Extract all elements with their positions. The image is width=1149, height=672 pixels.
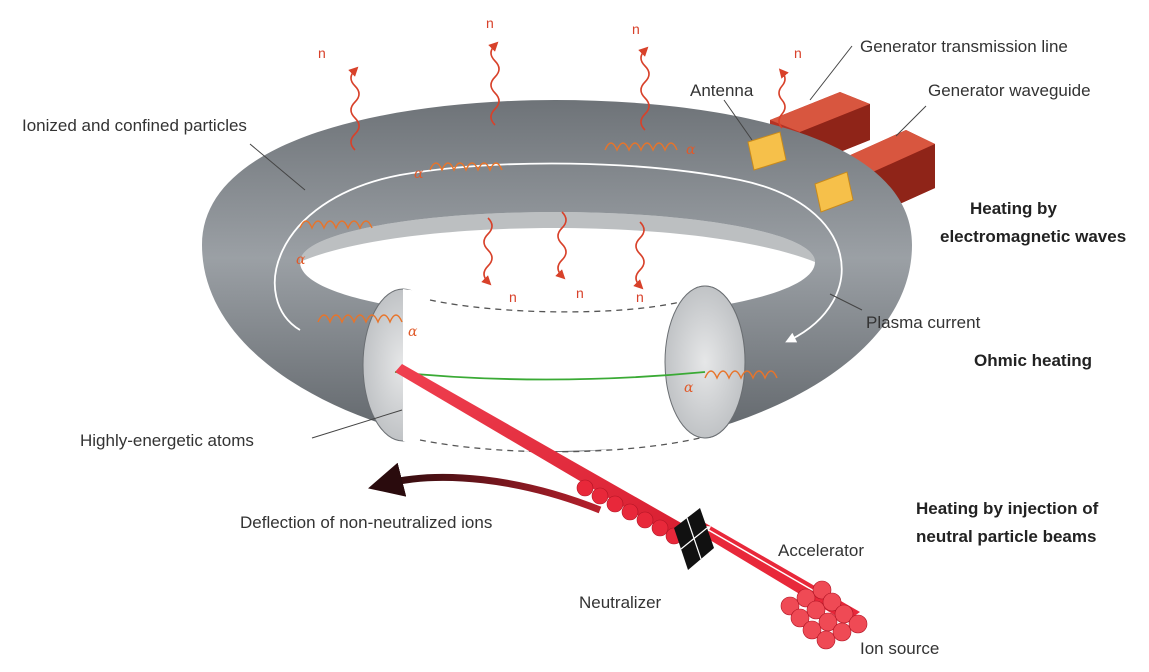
leader-ionized [249, 143, 306, 191]
neutron-label-5: n [509, 289, 517, 305]
beam-path-line [394, 371, 706, 381]
ion-particles-stream [576, 479, 683, 545]
alpha-symbol-5: α [684, 380, 694, 396]
label-ion-source: Ion source [860, 639, 939, 658]
label-heating-injection-2: neutral particle beams [916, 527, 1096, 546]
neutron-label-4: n [794, 45, 802, 61]
leader-transmission [809, 45, 853, 101]
label-accelerator: Accelerator [778, 541, 864, 560]
antenna-panel-1 [747, 131, 787, 171]
label-neutralizer: Neutralizer [579, 593, 662, 612]
neutron-label-2: n [486, 15, 494, 31]
plasma-current-loop [273, 162, 843, 343]
leader-waveguide [895, 105, 927, 137]
alpha-spirals [299, 142, 778, 380]
neutralizer-grid [674, 508, 714, 570]
neutron-label-1: n [318, 45, 326, 61]
neutron-label-7: n [636, 289, 644, 305]
label-heating-injection-1: Heating by injection of [916, 499, 1099, 518]
label-generator-waveguide: Generator waveguide [928, 81, 1091, 100]
label-ohmic-heating: Ohmic heating [974, 351, 1092, 370]
label-deflection: Deflection of non-neutralized ions [240, 513, 492, 532]
neutron-arrows [348, 41, 789, 290]
label-antenna: Antenna [690, 81, 754, 100]
leader-antenna [723, 99, 753, 141]
torus-inner-rim [300, 212, 815, 262]
right-cut-face [664, 285, 746, 439]
label-ionized-particles: Ionized and confined particles [22, 116, 247, 135]
leader-plasma [829, 293, 863, 311]
label-plasma-current: Plasma current [866, 313, 981, 332]
label-generator-transmission-line: Generator transmission line [860, 37, 1068, 56]
alpha-symbol-2: α [414, 166, 424, 182]
label-heating-em-1: Heating by [970, 199, 1057, 218]
neutron-label-6: n [576, 285, 584, 301]
leader-atoms [311, 409, 403, 439]
antenna-panel-2 [814, 171, 854, 213]
alpha-symbol-3: α [686, 142, 696, 158]
deflection-arrow [368, 462, 602, 514]
alpha-symbol-4: α [408, 324, 418, 340]
ion-source-particles [780, 580, 868, 650]
dashed-inner-contour [429, 299, 681, 313]
alpha-symbol-1: α [296, 252, 306, 268]
neutron-label-3: n [632, 21, 640, 37]
label-heating-em-2: electromagnetic waves [940, 227, 1126, 246]
cutaway-gap [403, 286, 705, 452]
label-highly-energetic-atoms: Highly-energetic atoms [80, 431, 254, 450]
